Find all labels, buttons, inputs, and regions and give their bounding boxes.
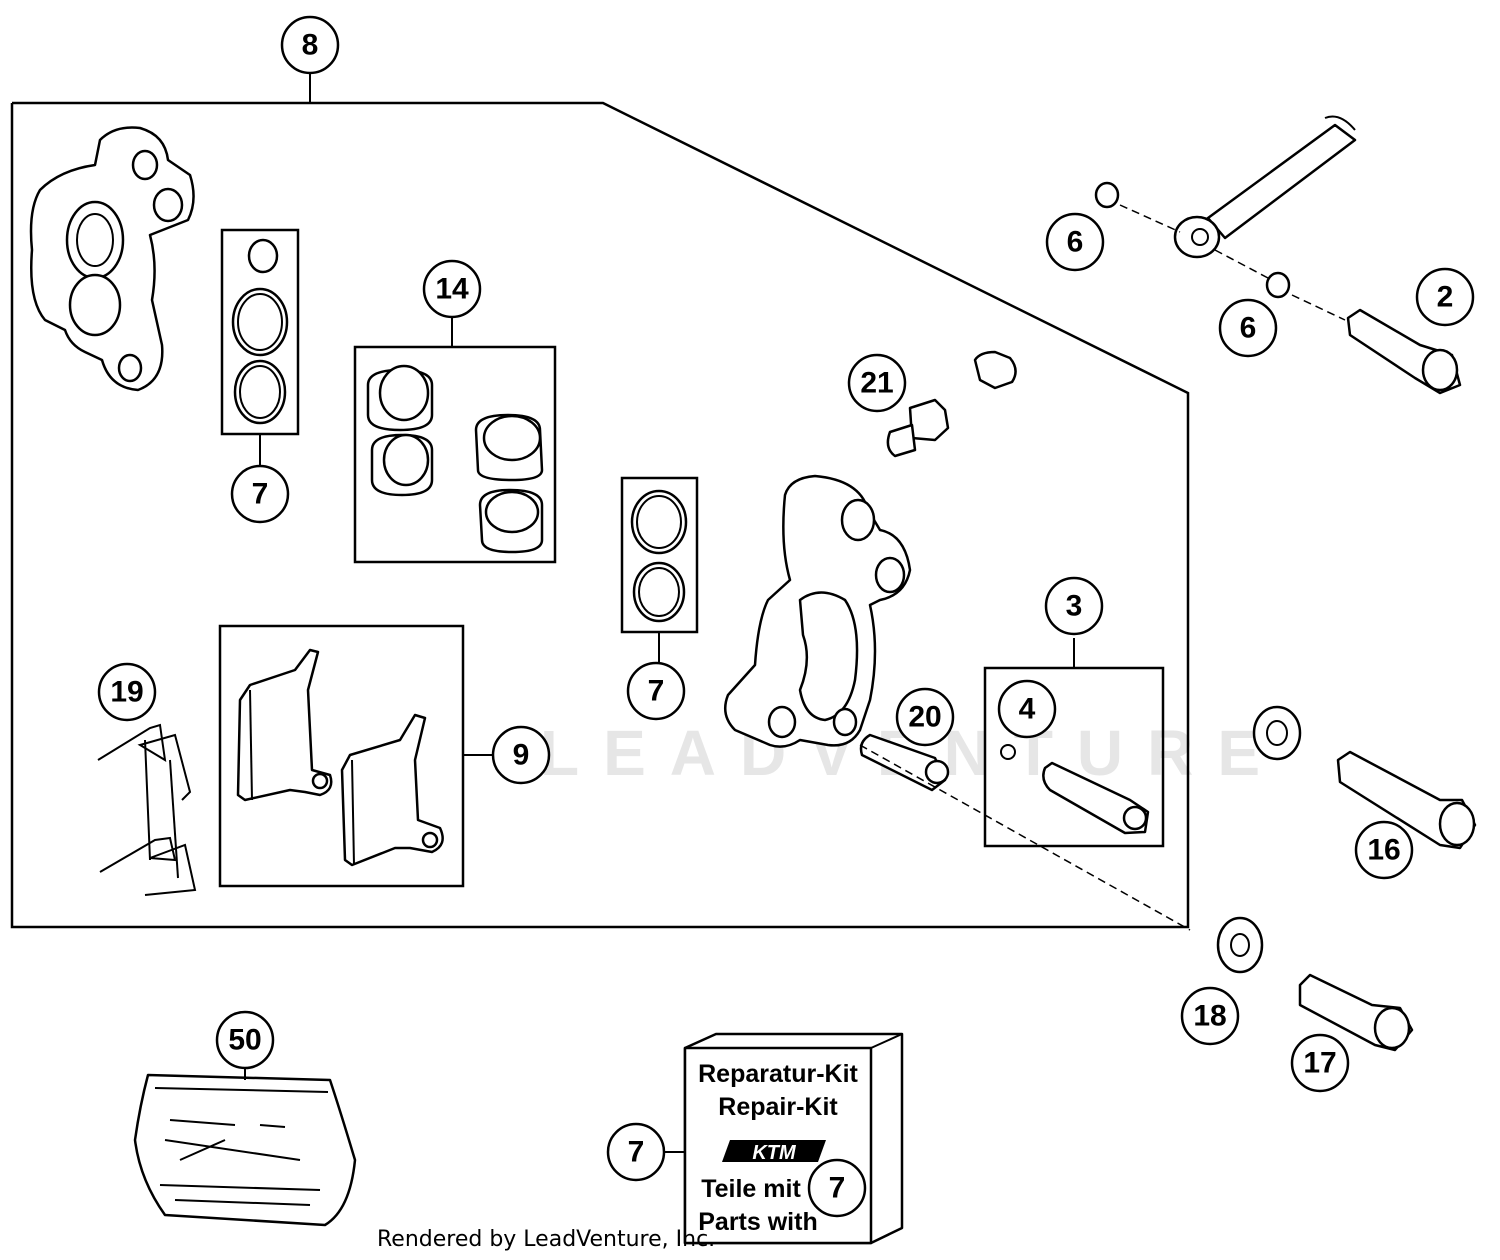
banjo-bolt[interactable] — [1346, 308, 1462, 395]
svg-text:4: 4 — [1019, 693, 1036, 726]
callout-21[interactable]: 21 — [847, 353, 907, 413]
svg-text:3: 3 — [1066, 590, 1083, 623]
svg-text:16: 16 — [1367, 834, 1400, 867]
caliper-bolt-16[interactable] — [1336, 750, 1477, 850]
callout-7-middle[interactable]: 7 — [626, 661, 686, 721]
callout-17[interactable]: 17 — [1290, 1033, 1350, 1093]
svg-text:8: 8 — [302, 29, 319, 62]
callout-3[interactable]: 3 — [1044, 576, 1104, 636]
callout-7-kit[interactable]: 7 — [606, 1122, 666, 1182]
svg-text:17: 17 — [1303, 1047, 1336, 1080]
bleeder-valve[interactable] — [886, 350, 1017, 458]
repair-kit-title-de: Reparatur-Kit — [698, 1060, 858, 1088]
sealing-washer-a[interactable] — [1094, 181, 1120, 209]
guide-pin[interactable] — [1042, 761, 1150, 835]
repair-kit-parts-de: Teile mit — [701, 1175, 801, 1203]
svg-text:21: 21 — [860, 367, 893, 400]
callout-8[interactable]: 8 — [280, 15, 340, 75]
svg-text:9: 9 — [513, 739, 530, 772]
ktm-logo: KTM — [752, 1142, 797, 1164]
credit-text: Rendered by LeadVenture, Inc. — [377, 1227, 715, 1252]
callout-14[interactable]: 14 — [422, 259, 482, 319]
seal-ring-small — [247, 238, 279, 274]
svg-text:20: 20 — [908, 701, 941, 734]
callout-19[interactable]: 19 — [97, 662, 157, 722]
callout-18[interactable]: 18 — [1180, 986, 1240, 1046]
callout-20[interactable]: 20 — [895, 687, 955, 747]
svg-text:7: 7 — [648, 675, 665, 708]
svg-text:14: 14 — [435, 273, 469, 306]
repair-kit-parts-en: Parts with — [698, 1208, 817, 1236]
brake-pad-rear[interactable] — [340, 713, 444, 867]
brake-pad-front[interactable] — [236, 648, 333, 802]
callout-9[interactable]: 9 — [491, 725, 551, 785]
svg-text:6: 6 — [1240, 312, 1257, 345]
svg-text:7: 7 — [829, 1172, 846, 1205]
callout-6-lower[interactable]: 6 — [1218, 298, 1278, 358]
svg-text:7: 7 — [252, 478, 269, 511]
tool-kit-bag[interactable] — [133, 1073, 357, 1227]
piston-set[interactable] — [366, 364, 544, 554]
brake-line-banjo[interactable] — [1173, 115, 1357, 259]
assembly-frame — [10, 101, 1190, 929]
svg-text:50: 50 — [228, 1024, 261, 1057]
svg-text:7: 7 — [628, 1136, 645, 1169]
pin-bolt-20[interactable] — [859, 733, 950, 792]
seal-ring-large — [231, 287, 289, 357]
washer-18[interactable] — [1216, 916, 1264, 974]
callout-50[interactable]: 50 — [215, 1010, 275, 1070]
sealing-washer-b[interactable] — [1265, 271, 1291, 299]
svg-text:19: 19 — [110, 676, 143, 709]
seal-ring-medium — [233, 359, 287, 425]
repair-kit-box: Reparatur-Kit Repair-Kit KTM Teile mit P… — [683, 1032, 904, 1245]
svg-text:2: 2 — [1437, 281, 1454, 314]
callout-4[interactable]: 4 — [997, 679, 1057, 739]
callout-7-left[interactable]: 7 — [230, 464, 290, 524]
washer-right[interactable] — [1252, 705, 1302, 761]
pad-spring[interactable] — [97, 723, 197, 896]
caliper-half-left[interactable] — [29, 126, 195, 392]
callout-16[interactable]: 16 — [1354, 820, 1414, 880]
caliper-bolt-17[interactable] — [1298, 973, 1414, 1052]
callout-6-upper[interactable]: 6 — [1045, 212, 1105, 272]
retaining-clip[interactable] — [1000, 744, 1016, 760]
caliper-body[interactable] — [723, 474, 912, 748]
svg-text:6: 6 — [1067, 226, 1084, 259]
svg-text:18: 18 — [1193, 1000, 1226, 1033]
callout-2[interactable]: 2 — [1415, 267, 1475, 327]
pistons-box — [353, 345, 557, 564]
callout-7-kit-inner[interactable]: 7 — [807, 1158, 867, 1218]
repair-kit-title-en: Repair-Kit — [718, 1093, 838, 1121]
